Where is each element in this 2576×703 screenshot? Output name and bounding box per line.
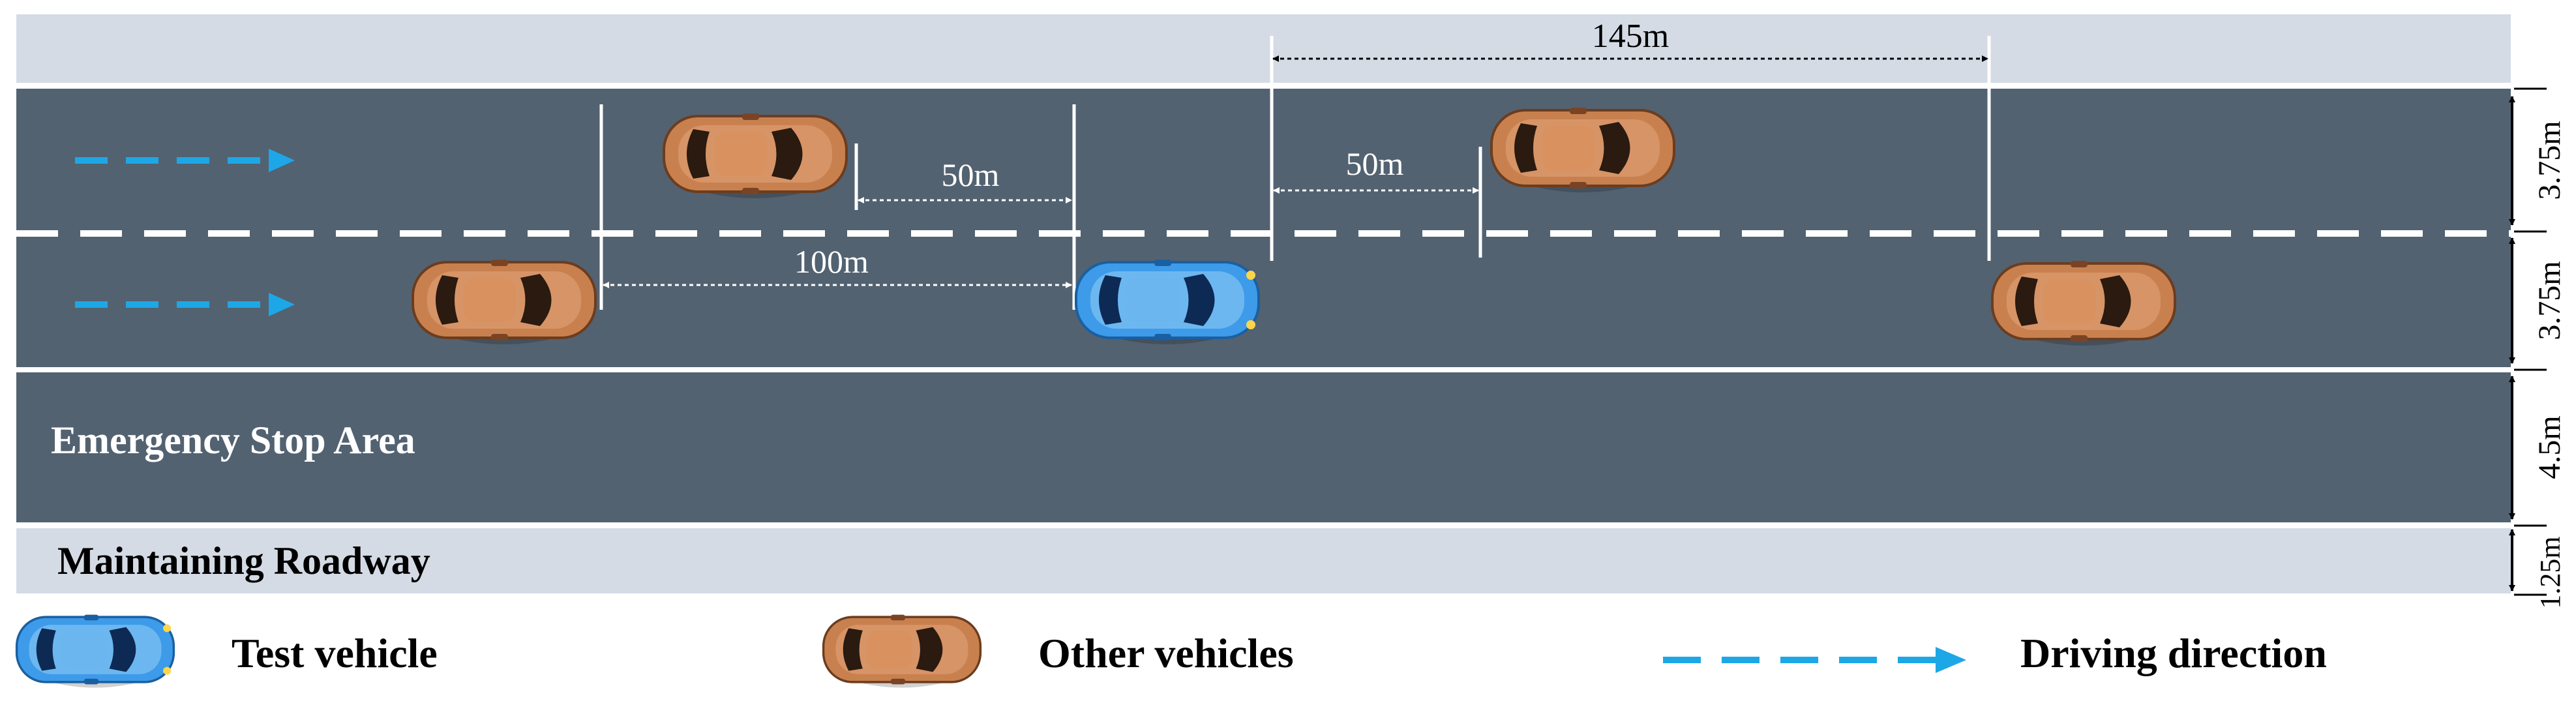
upper-shoulder	[16, 14, 2511, 83]
other-vehicle-lane2-left	[410, 258, 598, 346]
dim-50-right-label: 50m	[1346, 145, 1404, 182]
test-vehicle-lane2	[1073, 258, 1261, 346]
legend-test-vehicle-icon	[14, 613, 176, 689]
dim-145-label: 145m	[1592, 18, 1669, 55]
other-vehicle-lane1-right	[1489, 106, 1677, 194]
legend-other-vehicles-label: Other vehicles	[1038, 630, 1294, 676]
dim-100-label: 100m	[794, 243, 869, 280]
driving-direction-arrow-lane2	[75, 293, 295, 316]
emergency-stop-area-label: Emergency Stop Area	[51, 419, 415, 462]
other-vehicle-lane2-right	[1990, 260, 2178, 347]
maintaining-roadway-label: Maintaining Roadway	[57, 539, 430, 582]
legend-driving-direction-icon	[1663, 647, 1966, 673]
emergency-width-label: 4.5m	[2532, 415, 2567, 479]
lane1-width-label: 3.75m	[2532, 121, 2567, 200]
legend-other-vehicles-icon	[821, 613, 983, 689]
legend-test-vehicle-label: Test vehicle	[232, 630, 438, 676]
driving-direction-arrow-lane1	[75, 149, 295, 172]
maintaining-roadway	[16, 528, 2511, 593]
dim-50-left-label: 50m	[942, 157, 1000, 193]
legend-driving-direction-label: Driving direction	[2020, 630, 2327, 676]
other-vehicle-lane1-left	[661, 112, 849, 200]
lane2-width-label: 3.75m	[2532, 261, 2567, 340]
lane-width-dimensions	[2509, 87, 2547, 596]
maintaining-width-label: 1.25m	[2534, 536, 2566, 608]
legend: Test vehicle Other vehicles Driving dire…	[14, 613, 2327, 689]
